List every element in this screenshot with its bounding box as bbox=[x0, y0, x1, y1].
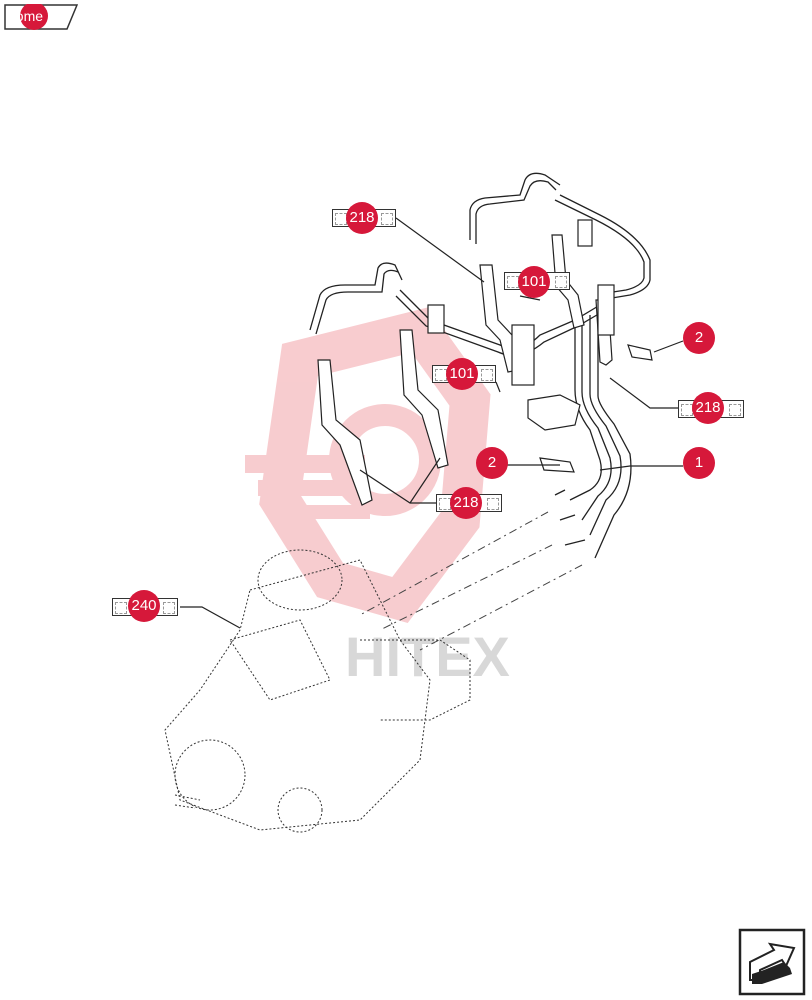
callout-2-lower[interactable]: 2 bbox=[476, 447, 508, 479]
next-page-arrow-icon[interactable] bbox=[738, 928, 806, 996]
callout-218-lower[interactable]: 218 bbox=[450, 487, 482, 519]
callout-101-upper[interactable]: 101 bbox=[518, 266, 550, 298]
callout-218-right[interactable]: 218 bbox=[692, 392, 724, 424]
callout-2-upper[interactable]: 2 bbox=[683, 322, 715, 354]
line-clamps bbox=[427, 219, 615, 431]
home-label: home bbox=[8, 8, 44, 24]
guide-lines bbox=[359, 511, 583, 651]
watermark-text: HITEX bbox=[345, 625, 510, 688]
home-tab-icon bbox=[4, 4, 78, 30]
injection-pump bbox=[164, 549, 471, 833]
watermark-logo bbox=[245, 307, 491, 624]
callout-101-lower[interactable]: 101 bbox=[446, 358, 478, 390]
callout-1[interactable]: 1 bbox=[683, 447, 715, 479]
callout-218-top[interactable]: 218 bbox=[346, 202, 378, 234]
leader-lines bbox=[180, 217, 684, 629]
callout-240[interactable]: 240 bbox=[128, 590, 160, 622]
